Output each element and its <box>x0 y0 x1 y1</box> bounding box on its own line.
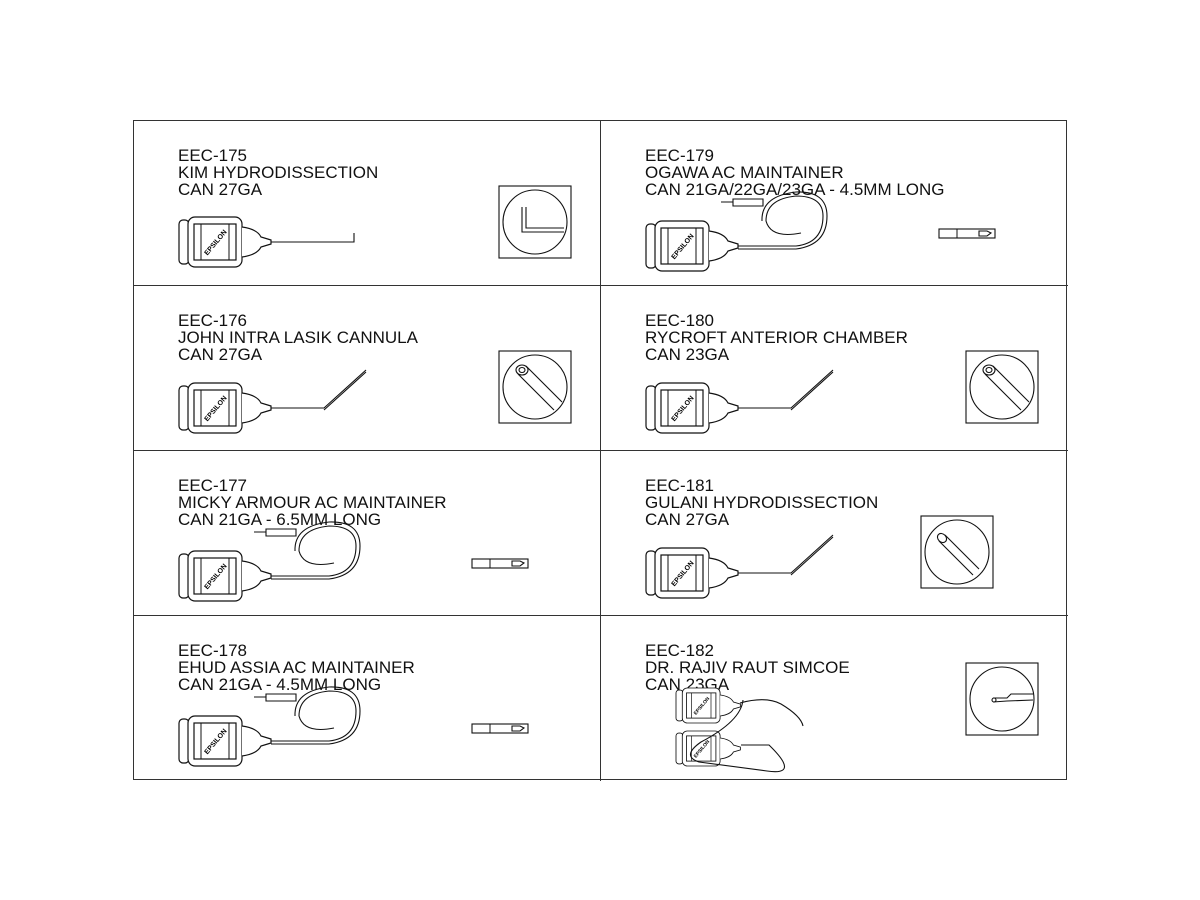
product-cell: EEC-179 OGAWA AC MAINTAINER CAN 21GA/22G… <box>601 121 1068 286</box>
product-code: EEC-181 <box>645 476 714 495</box>
product-name: GULANI HYDRODISSECTION <box>645 493 879 512</box>
product-spec: CAN 23GA <box>645 345 730 364</box>
hook-cannula-drawing <box>178 185 572 268</box>
product-label: EEC-175 KIM HYDRODISSECTION CAN 27GA <box>178 147 378 198</box>
product-cell: EEC-178 EHUD ASSIA AC MAINTAINER CAN 21G… <box>134 616 601 781</box>
product-cell: EEC-181 GULANI HYDRODISSECTION CAN 27GA <box>601 451 1068 616</box>
product-label: EEC-179 OGAWA AC MAINTAINER CAN 21GA/22G… <box>645 147 945 198</box>
product-cell: EEC-177 MICKY ARMOUR AC MAINTAINER CAN 2… <box>134 451 601 616</box>
product-code: EEC-178 <box>178 641 247 660</box>
product-name: MICKY ARMOUR AC MAINTAINER <box>178 493 447 512</box>
product-code: EEC-180 <box>645 311 714 330</box>
angled-cannula-drawing <box>645 515 994 599</box>
product-name: DR. RAJIV RAUT SIMCOE <box>645 658 850 677</box>
product-label: EEC-177 MICKY ARMOUR AC MAINTAINER CAN 2… <box>178 477 447 528</box>
product-spec: CAN 27GA <box>178 345 263 364</box>
product-code: EEC-182 <box>645 641 714 660</box>
product-spec: CAN 27GA <box>645 510 730 529</box>
product-label: EEC-181 GULANI HYDRODISSECTION CAN 27GA <box>645 477 878 528</box>
product-spec: CAN 21GA - 4.5MM LONG <box>178 675 382 694</box>
product-spec: CAN 27GA <box>178 180 263 199</box>
double-cannula-drawing <box>675 662 1039 773</box>
coil-cannula-drawing <box>178 686 529 767</box>
product-code: EEC-176 <box>178 311 247 330</box>
product-spec: CAN 21GA - 6.5MM LONG <box>178 510 382 529</box>
product-name: OGAWA AC MAINTAINER <box>645 163 844 182</box>
product-cell: EEC-176 JOHN INTRA LASIK CANNULA CAN 27G… <box>134 286 601 451</box>
angled-cannula-drawing <box>645 350 1039 434</box>
product-label: EEC-180 RYCROFT ANTERIOR CHAMBER CAN 23G… <box>645 312 908 363</box>
product-label: EEC-176 JOHN INTRA LASIK CANNULA CAN 27G… <box>178 312 418 363</box>
angled-cannula-drawing <box>178 350 572 434</box>
product-code: EEC-177 <box>178 476 247 495</box>
product-cell: EEC-180 RYCROFT ANTERIOR CHAMBER CAN 23G… <box>601 286 1068 451</box>
detail-view <box>498 185 572 259</box>
product-spec: CAN 21GA/22GA/23GA - 4.5MM LONG <box>645 180 945 199</box>
product-name: JOHN INTRA LASIK CANNULA <box>178 328 418 347</box>
coil-cannula-drawing <box>645 191 996 272</box>
product-label: EEC-178 EHUD ASSIA AC MAINTAINER CAN 21G… <box>178 642 415 693</box>
product-cell: EEC-182 DR. RAJIV RAUT SIMCOE CAN 23GA <box>601 616 1068 781</box>
product-table: EEC-175 KIM HYDRODISSECTION CAN 27GA EEC… <box>133 120 1068 781</box>
product-name: EHUD ASSIA AC MAINTAINER <box>178 658 415 677</box>
product-cell: EEC-175 KIM HYDRODISSECTION CAN 27GA <box>134 121 601 286</box>
product-code: EEC-179 <box>645 146 714 165</box>
coil-cannula-drawing <box>178 521 529 602</box>
product-name: KIM HYDRODISSECTION <box>178 163 379 182</box>
product-name: RYCROFT ANTERIOR CHAMBER <box>645 328 908 347</box>
product-code: EEC-175 <box>178 146 247 165</box>
